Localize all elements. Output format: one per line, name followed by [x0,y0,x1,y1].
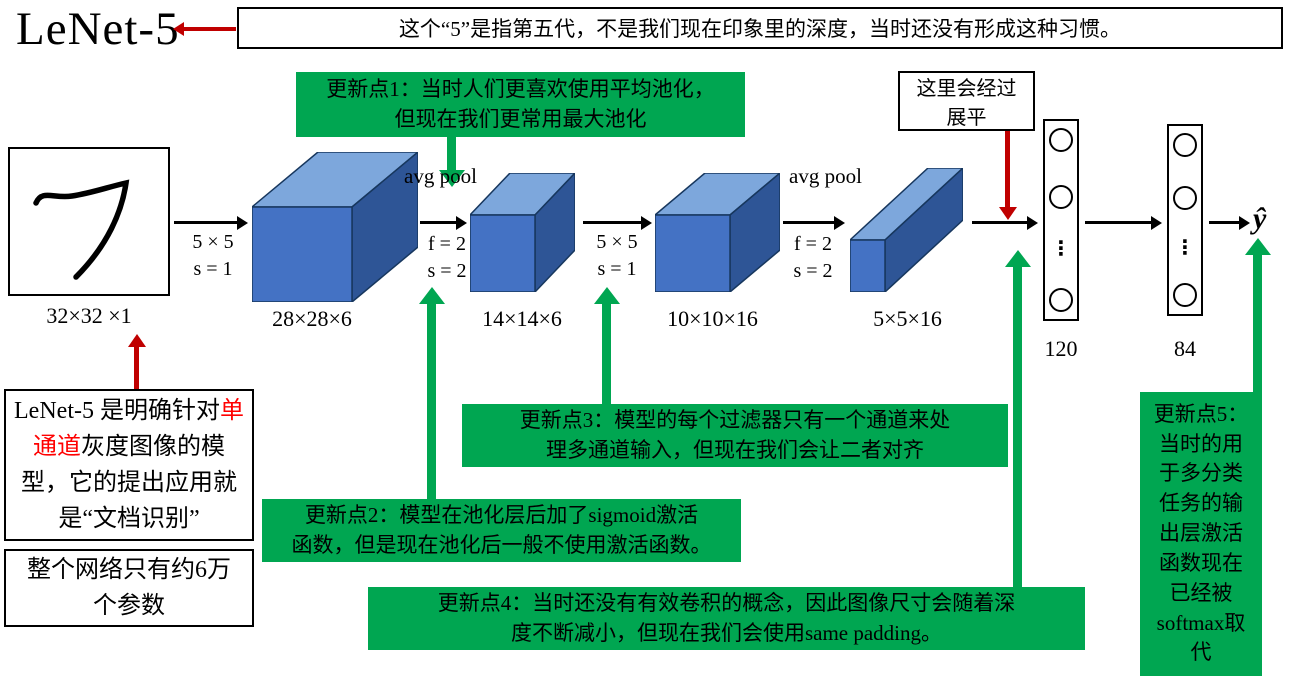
top-note-box: 这个“5”是指第五代，不是我们现在印象里的深度，当时还没有形成这种习惯。 [237,7,1283,49]
conv1-block [252,152,418,302]
conv1-dim-label: 28×28×6 [272,306,352,331]
neuron-circle [1049,287,1073,312]
update1-note: 更新点1：当时人们更喜欢使用平均池化， 但现在我们更常用最大池化 [296,72,745,137]
conv1-op-label: 5 × 5 s = 1 [181,229,245,283]
output-yhat: ŷ [1253,202,1267,235]
green-arrow-update1 [447,136,456,170]
update4-note: 更新点4：当时还没有有效卷积的概念，因此图像尺寸会随着深 度不断减小，但现在我们… [368,587,1085,650]
pool1-op-label: f = 2 s = 2 [415,231,479,285]
fc2-layer: ⋮ [1167,124,1203,316]
green-arrow-update5 [1253,255,1262,392]
input-image [8,147,170,296]
ellipsis-dots: ⋮ [1175,234,1195,259]
conv1-front-face [252,206,353,302]
pool1-front-face [470,214,536,292]
neuron-circle [1049,128,1073,152]
avg-pool-label-2: avg pool [789,164,862,188]
stride-label-3: s = 1 [597,258,637,280]
red-arrow-leftnote [134,347,139,389]
green-arrow-update4 [1013,267,1022,587]
kernel-label-2: 5 × 5 [596,231,638,253]
pool2-block [850,168,963,292]
green-arrow-update3 [602,304,611,404]
conv2-front-face [655,214,731,292]
left-note1-text: LeNet-5 是明确针对单通道灰度图像的模型，它的提出应用就是“文档识别” [12,393,246,537]
filter-label-2: f = 2 [794,233,832,255]
stride-label-2: s = 2 [427,260,467,282]
pool1-block [470,173,575,292]
left-note1-part1: LeNet-5 是明确针对 [14,398,220,424]
red-arrow-flatten [1005,131,1010,208]
arrow-conv1-pool1 [420,221,456,224]
left-note1-highlight: 单通道 [33,398,244,460]
flatten-note-box: 这里会经过 展平 [898,71,1035,131]
stride-label-1: s = 1 [193,258,233,280]
update5-note: 更新点5： 当时的用 于多分类 任务的输 出层激活 函数现在 已经被 softm… [1140,392,1262,676]
digit-7-stroke [33,179,130,280]
neuron-circle [1173,133,1197,157]
left-note1-box: LeNet-5 是明确针对单通道灰度图像的模型，它的提出应用就是“文档识别” [4,389,254,541]
avg-pool-label-1: avg pool [404,164,477,188]
page-title: LeNet-5 [16,3,180,55]
arrow-pool2-fc1 [972,221,1027,224]
left-note1-part2: 灰度图像的模型，它的提出应用就是“文档识别” [21,434,237,532]
red-arrow-to-title [184,27,236,31]
conv2-op-label: 5 × 5 s = 1 [585,229,649,283]
fc1-label: 120 [1044,336,1078,361]
input-dim-label: 32×32 ×1 [46,303,132,328]
pool2-front-face [850,239,886,292]
digit-7-drawing [33,179,130,280]
update2-note: 更新点2：模型在池化层后加了sigmoid激活 函数，但是现在池化后一般不使用激… [262,499,741,562]
filter-label-1: f = 2 [428,233,466,255]
pool1-dim-label: 14×14×6 [482,306,562,331]
pool2-op-label: f = 2 s = 2 [781,231,845,285]
fc2-label: 84 [1174,336,1196,361]
conv2-dim-label: 10×10×16 [667,306,758,331]
fc1-layer: ⋮ [1043,119,1079,321]
arrow-pool1-conv2 [583,221,641,224]
stride-label-4: s = 2 [793,260,833,282]
green-arrow-update2 [427,304,436,499]
update3-note: 更新点3：模型的每个过滤器只有一个通道来处 理多通道输入，但现在我们会让二者对齐 [462,404,1008,467]
arrow-input-conv1 [174,221,237,224]
neuron-circle [1173,186,1197,211]
neuron-circle [1173,282,1197,307]
pool2-dim-label: 5×5×16 [873,306,942,331]
conv2-block [655,173,780,292]
left-note2-box: 整个网络只有约6万 个参数 [4,549,254,627]
arrow-fc1-fc2 [1085,221,1151,224]
kernel-label-1: 5 × 5 [192,231,234,253]
ellipsis-dots: ⋮ [1051,236,1071,261]
arrow-conv2-pool2 [783,221,834,224]
neuron-circle [1049,184,1073,209]
arrow-fc2-output [1209,221,1239,224]
